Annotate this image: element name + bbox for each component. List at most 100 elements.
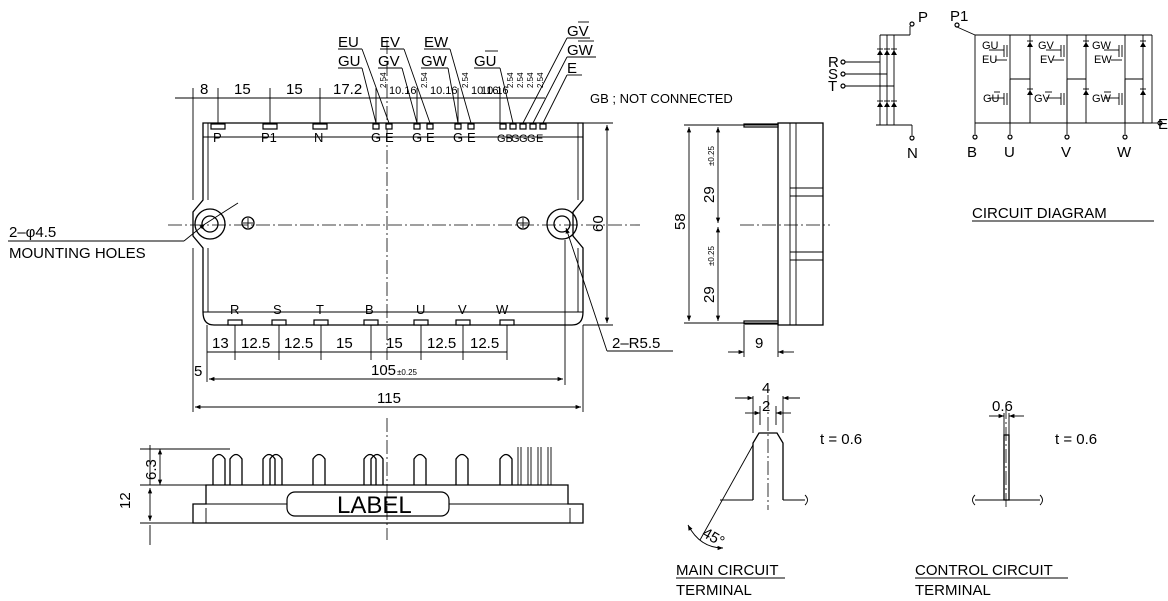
- svg-text:13: 13: [212, 335, 229, 352]
- svg-text:GB: GB: [497, 133, 513, 145]
- svg-text:U: U: [1004, 144, 1015, 161]
- svg-text:GV: GV: [567, 23, 589, 40]
- svg-text:MAIN CIRCUIT: MAIN CIRCUIT: [676, 562, 779, 579]
- svg-text:2.54: 2.54: [516, 72, 525, 88]
- svg-text:N: N: [314, 130, 323, 145]
- svg-text:G: G: [371, 130, 381, 145]
- bottom-terminal-pads: [227, 319, 515, 326]
- svg-text:2.54: 2.54: [536, 72, 545, 88]
- svg-text:G: G: [511, 133, 520, 145]
- svg-text:V: V: [458, 302, 467, 317]
- svg-text:5: 5: [194, 363, 202, 380]
- svg-text:W: W: [496, 302, 509, 317]
- svg-text:G: G: [412, 130, 422, 145]
- screw-left: [241, 216, 255, 230]
- svg-text:GW: GW: [1092, 93, 1112, 105]
- top-dimension-chain: 8 15 15 17.2 10.16 10.16 10.16 10.16 2.5…: [175, 72, 545, 200]
- svg-text:GU: GU: [338, 53, 361, 70]
- svg-text:GU: GU: [982, 40, 999, 52]
- svg-text:6.3: 6.3: [143, 459, 160, 480]
- svg-text:±0.25: ±0.25: [707, 145, 716, 166]
- bottom-dimension-chain: 13 12.5 12.5 15 15 12.5 12.5 5 105 ±0.25…: [192, 240, 584, 412]
- svg-text:10.16: 10.16: [471, 85, 499, 97]
- svg-text:EW: EW: [1094, 54, 1112, 66]
- svg-text:12: 12: [117, 492, 134, 509]
- svg-text:GU: GU: [474, 53, 497, 70]
- svg-text:29: 29: [701, 286, 718, 303]
- front-view: LABEL 6.3 12: [117, 418, 584, 545]
- inverter-bridge: P1 E B: [950, 8, 1168, 161]
- hole-callout: 2–φ4.5 MOUNTING HOLES: [8, 202, 239, 262]
- svg-text:GV: GV: [1038, 40, 1055, 52]
- circuit-diagram: P N R S T P1: [828, 8, 1168, 222]
- svg-text:B: B: [365, 302, 374, 317]
- front-pins: [212, 447, 552, 485]
- svg-text:R: R: [230, 302, 239, 317]
- svg-text:GW: GW: [421, 53, 448, 70]
- signal-labels: EU GU EV GV EW GW GU GV: [338, 21, 596, 124]
- top-view: P P1 N G E G E G E GB G G G E R S: [8, 21, 733, 412]
- svg-text:17.2: 17.2: [333, 81, 362, 98]
- svg-text:E: E: [567, 60, 577, 77]
- svg-text:P1: P1: [261, 130, 277, 145]
- svg-text:2–R5.5: 2–R5.5: [612, 335, 660, 352]
- svg-text:15: 15: [234, 81, 251, 98]
- svg-text:2.54: 2.54: [506, 72, 515, 88]
- svg-text:2.54: 2.54: [461, 72, 470, 88]
- module-outline: [192, 122, 584, 326]
- svg-text:R: R: [828, 54, 839, 71]
- svg-text:B: B: [967, 144, 977, 161]
- svg-text:12.5: 12.5: [427, 335, 456, 352]
- svg-text:GU: GU: [983, 93, 1000, 105]
- svg-text:45°: 45°: [699, 524, 727, 550]
- svg-text:105: 105: [371, 362, 396, 379]
- svg-text:E: E: [536, 133, 543, 145]
- top-pin-labels: P P1 N G E G E G E GB G G G E: [213, 130, 543, 145]
- svg-text:T: T: [828, 78, 837, 95]
- top-terminal-pads: [210, 123, 547, 130]
- svg-text:t = 0.6: t = 0.6: [1055, 431, 1097, 448]
- main-circuit-terminal: 4 2 t = 0.6 45° MAIN CIRCUIT TERMINAL: [676, 380, 862, 599]
- svg-text:2.54: 2.54: [420, 72, 429, 88]
- control-circuit-terminal: 0.6 t = 0.6 CONTROL CIRCUIT TERMINAL: [915, 398, 1097, 599]
- svg-text:29: 29: [701, 186, 718, 203]
- svg-text:15: 15: [336, 335, 353, 352]
- label-box: [286, 491, 450, 517]
- svg-text:G: G: [453, 130, 463, 145]
- svg-text:2.54: 2.54: [526, 72, 535, 88]
- svg-text:12.5: 12.5: [470, 335, 499, 352]
- svg-text:2: 2: [762, 398, 770, 415]
- svg-text:t = 0.6: t = 0.6: [820, 431, 862, 448]
- rectifier-bridge: P N R S T: [828, 9, 928, 162]
- mounting-hole-right: [546, 208, 578, 240]
- svg-text:GW: GW: [567, 42, 594, 59]
- svg-text:15: 15: [386, 335, 403, 352]
- svg-text:±0.25: ±0.25: [397, 368, 418, 377]
- svg-text:N: N: [907, 145, 918, 162]
- svg-text:U: U: [416, 302, 425, 317]
- svg-text:E: E: [467, 130, 476, 145]
- svg-text:MOUNTING HOLES: MOUNTING HOLES: [9, 245, 146, 262]
- svg-text:E: E: [426, 130, 435, 145]
- svg-text:GW: GW: [1092, 40, 1112, 52]
- svg-text:12.5: 12.5: [284, 335, 313, 352]
- screw-right: [516, 216, 530, 230]
- svg-text:4: 4: [762, 380, 770, 397]
- svg-text:EW: EW: [424, 34, 449, 51]
- svg-text:2–φ4.5: 2–φ4.5: [9, 224, 56, 241]
- svg-text:W: W: [1117, 144, 1132, 161]
- svg-text:115: 115: [377, 390, 401, 407]
- svg-text:CONTROL CIRCUIT: CONTROL CIRCUIT: [915, 562, 1053, 579]
- svg-text:S: S: [828, 66, 838, 83]
- radius-callout: 2–R5.5: [565, 227, 673, 352]
- gb-note: GB ; NOT CONNECTED: [590, 91, 733, 106]
- svg-text:S: S: [273, 302, 282, 317]
- svg-text:TERMINAL: TERMINAL: [915, 582, 991, 599]
- svg-text:EV: EV: [380, 34, 400, 51]
- mounting-hole-left: [194, 208, 226, 240]
- svg-text:P1: P1: [950, 8, 968, 25]
- svg-text:8: 8: [200, 81, 208, 98]
- svg-text:±0.25: ±0.25: [707, 245, 716, 266]
- svg-text:EU: EU: [338, 34, 359, 51]
